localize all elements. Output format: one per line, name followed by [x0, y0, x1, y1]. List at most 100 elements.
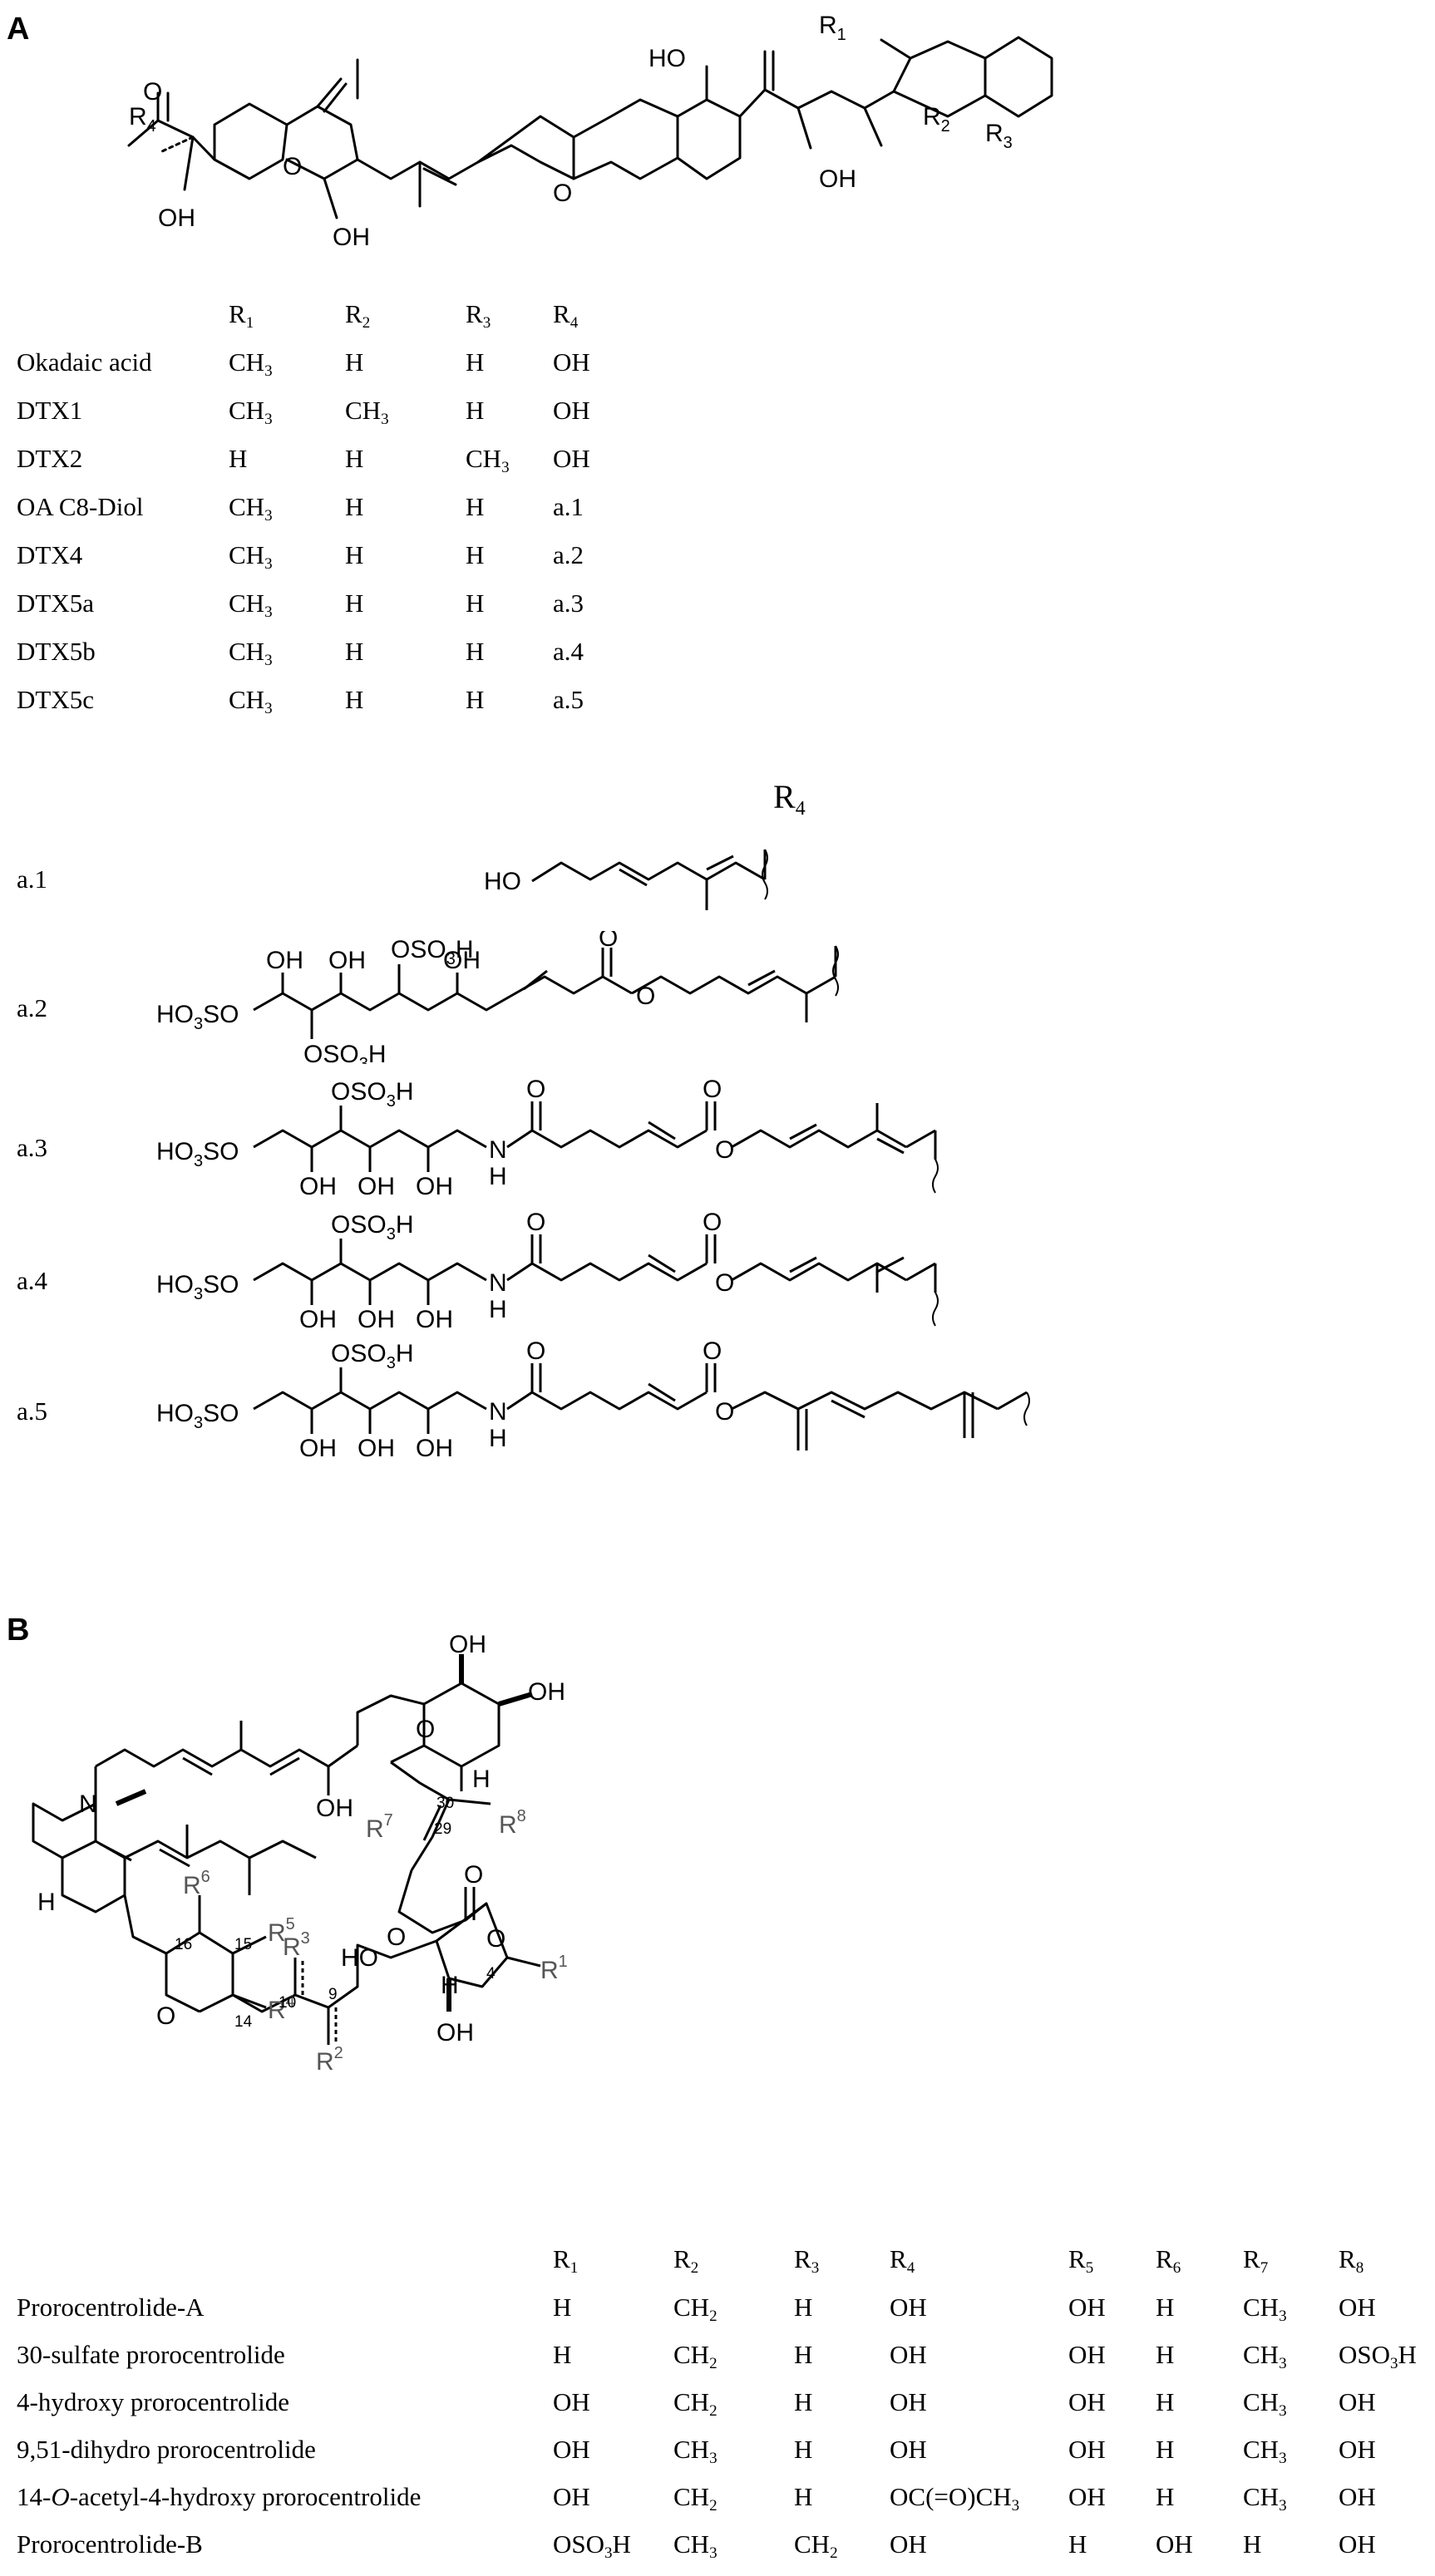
cell-r1: CH3: [229, 685, 273, 717]
compound-name: Prorocentrolide-B: [17, 2529, 203, 2559]
cell-r3: H: [466, 589, 485, 618]
cell-r1: CH3: [229, 347, 273, 380]
a5-ester-o: O: [715, 1398, 734, 1426]
cell-r2: CH3: [345, 396, 389, 428]
b-oh-right: OH: [528, 1678, 565, 1706]
a3-amide-o: O: [526, 1076, 545, 1103]
b-carbonyl-o: O: [464, 1861, 483, 1889]
a2-carbonyl-o: O: [599, 931, 618, 952]
atom-10: 10: [279, 1994, 296, 2012]
cell-r2: H: [345, 492, 364, 521]
r2-label: R2: [923, 103, 950, 135]
a4-carbonyl-o: O: [703, 1209, 722, 1236]
compound-name: 4-hydroxy prorocentrolide: [17, 2387, 289, 2416]
cell-r6: H: [1156, 2387, 1175, 2416]
cell-r1: OH: [553, 2482, 590, 2511]
prorocentrolide-structure: OH OH O H OH N H R7 R8 30 29 O O O R1 4 …: [32, 1631, 568, 2076]
a3-oso3h: OSO3H: [331, 1078, 413, 1111]
cell-r3: H: [794, 2293, 813, 2322]
atom-9: 9: [328, 1986, 338, 2003]
okadaic-acid-structure: R4 O OH O OH O HO OH R1 R2 R3: [127, 12, 1053, 251]
r3-label-b: R3: [283, 1929, 310, 1961]
cell-r3: H: [794, 2340, 813, 2369]
b-imine-n: N: [79, 1790, 97, 1818]
compound-name: Okadaic acid: [17, 347, 152, 377]
a3-ho3so: HO3SO: [158, 1138, 239, 1170]
cell-r7: CH3: [1243, 2482, 1287, 2514]
r7-label: R7: [366, 1811, 393, 1843]
panel-a-letter: A: [7, 12, 30, 47]
cell-r6: H: [1156, 2435, 1175, 2464]
cell-r2: CH2: [673, 2387, 718, 2420]
a2-ho3so: HO3SO: [158, 1001, 239, 1033]
a3-ester-o: O: [715, 1136, 734, 1164]
compound-name: 14-O-acetyl-4-hydroxy prorocentrolide: [17, 2482, 422, 2511]
cell-r8: OSO3H: [1339, 2340, 1417, 2372]
b-ho: HO: [341, 1944, 378, 1972]
cell-r3: H: [794, 2435, 813, 2464]
cell-r2: H: [345, 685, 364, 714]
a2-oso3h-bottom: OSO3H: [303, 1041, 386, 1064]
b-thf-o: O: [486, 1925, 505, 1953]
r5-label: R5: [268, 1915, 295, 1947]
a4-ho3so: HO3SO: [158, 1271, 239, 1303]
cell-r4: OH: [890, 2293, 927, 2322]
oh-label-c: OH: [819, 165, 856, 193]
cell-r3: H: [466, 540, 485, 569]
substituent-label-a3: a.3: [17, 1133, 48, 1162]
cell-r7: CH3: [1243, 2435, 1287, 2467]
a5-oso3h: OSO3H: [331, 1340, 413, 1372]
cell-r5: H: [1068, 2529, 1087, 2559]
compound-name: Prorocentrolide-A: [17, 2293, 205, 2322]
r8-label: R8: [499, 1807, 526, 1839]
cell-r6: OH: [1156, 2529, 1193, 2559]
atom-15: 15: [234, 1936, 252, 1953]
compound-name: DTX5c: [17, 685, 94, 714]
a5-n: N: [489, 1398, 507, 1426]
a5-carbonyl-o: O: [703, 1337, 722, 1365]
cell-r1: CH3: [229, 589, 273, 621]
a4-h: H: [489, 1296, 507, 1323]
a2-oh-1: OH: [266, 947, 303, 974]
cell-r2: CH2: [673, 2340, 718, 2372]
a3-oh-1: OH: [299, 1173, 337, 1200]
cell-r5: OH: [1068, 2435, 1106, 2464]
compound-name: DTX5b: [17, 637, 96, 666]
column-header-r4: R4: [553, 299, 579, 332]
cell-r7: H: [1243, 2529, 1262, 2559]
a3-n: N: [489, 1136, 507, 1164]
cell-r7: CH3: [1243, 2340, 1287, 2372]
a4-oh-2: OH: [358, 1306, 395, 1333]
column-header-r6: R6: [1156, 2244, 1181, 2277]
b-h-left: H: [37, 1889, 56, 1916]
a3-oh-2: OH: [358, 1173, 395, 1200]
atom-4: 4: [486, 1965, 496, 1982]
cell-r6: H: [1156, 2293, 1175, 2322]
cell-r5: OH: [1068, 2293, 1106, 2322]
b-oh-top: OH: [449, 1631, 486, 1658]
cell-r4: a.5: [553, 685, 584, 714]
a4-n: N: [489, 1269, 507, 1297]
r4-label: R4: [129, 103, 156, 135]
a1-ho: HO: [484, 868, 521, 895]
column-header-r2: R2: [673, 2244, 699, 2277]
cell-r1: H: [229, 444, 248, 473]
a3-carbonyl-o: O: [703, 1076, 722, 1103]
compound-name: DTX5a: [17, 589, 94, 618]
r4-heading: R4: [773, 778, 806, 820]
a4-oso3h: OSO3H: [331, 1211, 413, 1244]
cell-r5: OH: [1068, 2482, 1106, 2511]
cell-r3: H: [794, 2482, 813, 2511]
cell-r8: OH: [1339, 2293, 1376, 2322]
a2-oso3h-top: OSO3H: [391, 936, 473, 968]
column-header-r8: R8: [1339, 2244, 1364, 2277]
cell-r4: OH: [890, 2387, 927, 2416]
carbonyl-o: O: [143, 78, 162, 106]
a4-oh-3: OH: [416, 1306, 453, 1333]
column-header-r1: R1: [553, 2244, 579, 2277]
r6-label: R6: [183, 1868, 210, 1899]
b-oh-chain: OH: [316, 1795, 353, 1822]
cell-r6: H: [1156, 2340, 1175, 2369]
